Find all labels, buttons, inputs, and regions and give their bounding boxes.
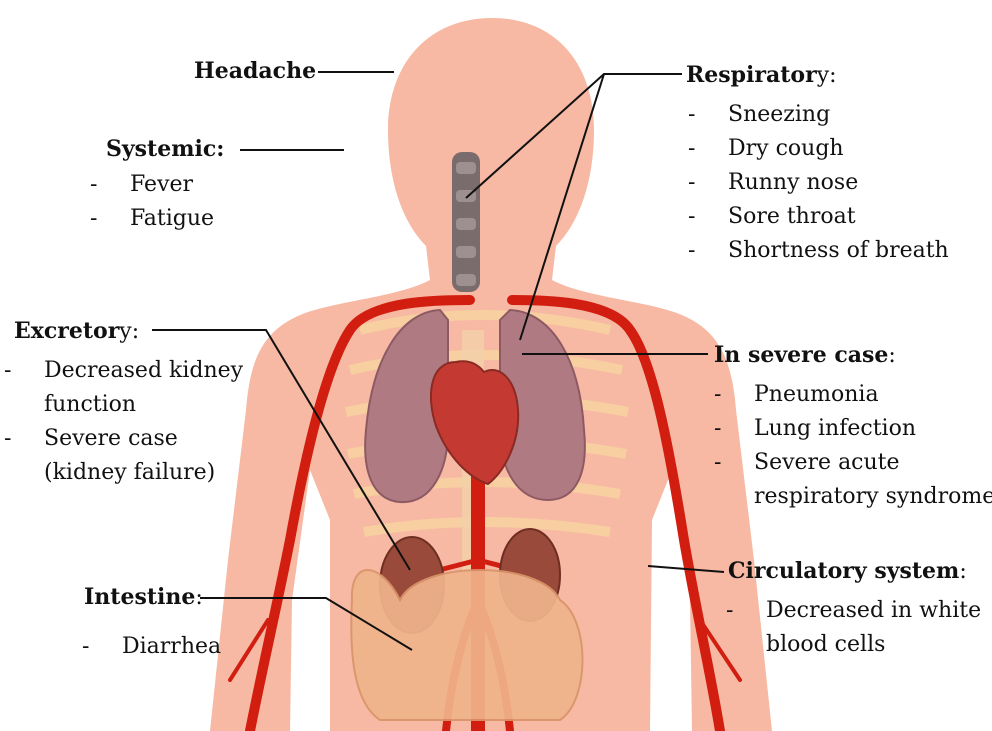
circulatory-item: Decreased in white [726,594,981,628]
excretory-title: Excretor [14,318,119,344]
headache-title: Headache [194,58,316,84]
respiratory-item: Shortness of breath [688,234,949,268]
excretory-list: Decreased kidney function Severe case (k… [4,354,243,490]
label-severe-case: In severe case: [714,338,896,373]
label-headache: Headache [194,54,316,89]
excretory-item: Decreased kidney [4,354,243,388]
severe-list: Pneumonia Lung infection Severe acute re… [714,378,992,514]
severe-item: Lung infection [714,412,992,446]
severe-item: Pneumonia [714,378,992,412]
excretory-item: Severe case [4,422,243,456]
excretory-item-continued: (kidney failure) [4,456,243,490]
severe-item: Severe acute [714,446,992,480]
label-systemic: Systemic: [106,132,224,167]
severe-item-continued: respiratory syndrome [714,480,992,514]
respiratory-item: Dry cough [688,132,949,166]
label-circulatory: Circulatory system: [728,554,967,589]
trachea [452,152,480,292]
respiratory-list: Sneezing Dry cough Runny nose Sore throa… [688,98,949,268]
excretory-title-tail: y: [119,319,139,344]
severe-title: In severe case [714,342,888,368]
circulatory-list: Decreased in white blood cells [726,594,981,662]
respiratory-title-tail: y: [817,63,837,88]
circulatory-item-continued: blood cells [726,628,981,662]
circulatory-title: Circulatory system [728,558,959,584]
intestine-title: Intestine [84,584,195,610]
intestine-title-tail: : [195,585,202,610]
systemic-title: Systemic: [106,136,224,162]
intestine-list: Diarrhea [82,630,221,664]
respiratory-title: Respirator [686,62,817,88]
respiratory-item: Runny nose [688,166,949,200]
respiratory-item: Sneezing [688,98,949,132]
respiratory-item: Sore throat [688,200,949,234]
systemic-item: Fever [90,168,214,202]
intestine-item: Diarrhea [82,630,221,664]
intestines [351,570,582,720]
label-excretory: Excretory: [14,314,139,349]
excretory-item-continued: function [4,388,243,422]
label-intestine: Intestine: [84,580,203,615]
severe-title-tail: : [888,343,895,368]
systemic-list: Fever Fatigue [90,168,214,236]
circulatory-title-tail: : [959,559,966,584]
label-respiratory: Respiratory: [686,58,837,93]
systemic-item: Fatigue [90,202,214,236]
